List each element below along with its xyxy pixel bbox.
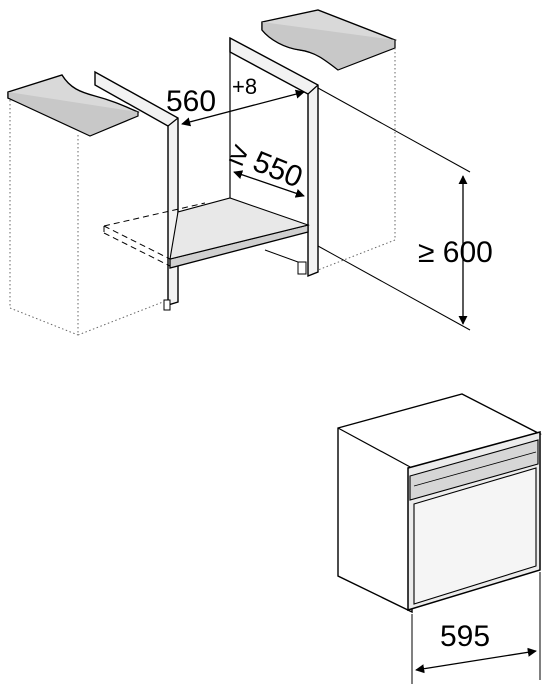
- niche-floor-dashed: [103, 202, 206, 267]
- niche-height-label: ≥ 600: [418, 236, 493, 269]
- right-cabinet-outline: [317, 48, 396, 271]
- niche-width-tolerance: +8: [232, 74, 257, 99]
- niche-shelf: [169, 197, 310, 269]
- appliance-width-arrow: [415, 647, 537, 674]
- right-side-panel: [229, 36, 319, 278]
- niche-width-label: 560: [166, 85, 216, 118]
- left-worktop: [7, 74, 140, 137]
- control-panel-strip: [409, 439, 539, 501]
- width-arrow: [181, 89, 305, 127]
- left-side-panel: [94, 70, 179, 311]
- appliance-width-label: 595: [440, 620, 490, 653]
- niche-depth-label: ≥ 550: [225, 136, 307, 195]
- height-extension-lines: [317, 87, 471, 331]
- niche-drawing: 560 +8 ≥ 550 ≥ 600: [7, 9, 493, 336]
- right-worktop: [261, 9, 397, 71]
- left-cabinet-outline: [9, 100, 169, 336]
- appliance-door: [413, 467, 537, 605]
- appliance-drawing: 595: [337, 393, 542, 684]
- depth-arrow: [233, 170, 305, 198]
- appliance-width-extension: [411, 572, 541, 684]
